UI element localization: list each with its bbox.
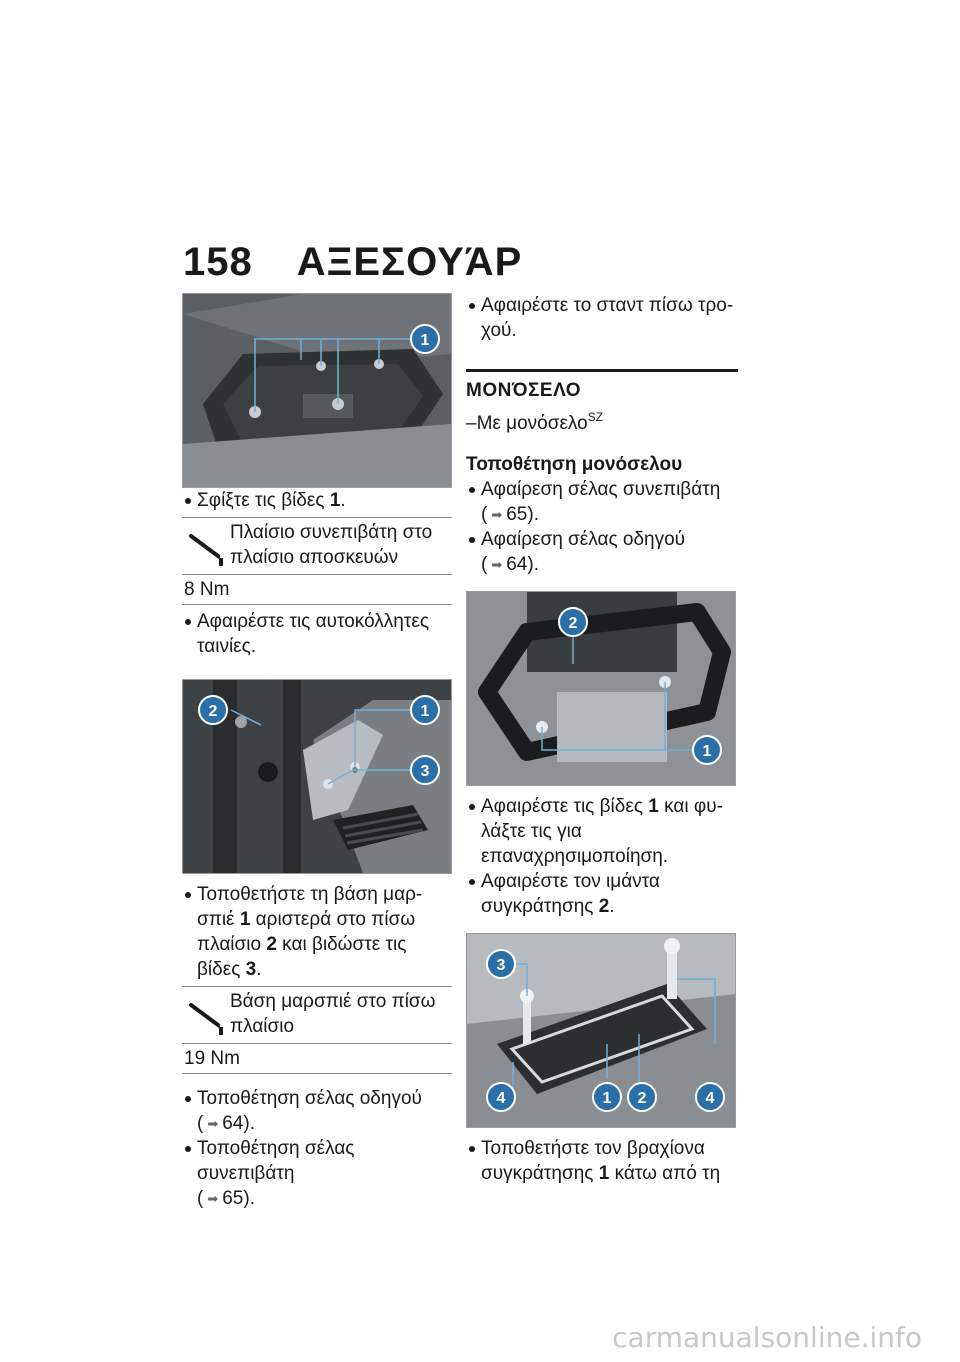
torque-box-1: Πλαίσιο συνεπιβάτη στο πλαίσιο αποσκευών… — [182, 517, 452, 605]
figure-holder-arm: 3 4 1 2 4 — [466, 933, 736, 1128]
callout-marker — [558, 607, 588, 637]
retaining-strap-illustration: 2 1 — [467, 592, 735, 785]
torque-box-2: Βάση μαρσπιέ στο πίσω πλαίσιο 19 Nm — [182, 986, 452, 1074]
page-title: ΑΞΕΣΟΥΆΡ — [296, 240, 523, 284]
callout-marker — [695, 1082, 725, 1112]
step-tighten-screws: Σφίξτε τις βίδες 1. — [182, 488, 452, 513]
callout-marker — [486, 1082, 516, 1112]
callout-label: 3 — [497, 957, 506, 974]
step-remove-strap: Αφαιρέστε τον ιμάντα συγκράτησης 2. — [466, 869, 738, 919]
torque-value: 8 Nm — [184, 579, 230, 600]
luggage-rack-illustration: 1 — [183, 294, 451, 487]
page-header: 158 ΑΞΕΣΟΥΆΡ — [183, 240, 522, 285]
holder-arm-illustration: 3 4 1 2 4 — [467, 934, 735, 1127]
callout-marker — [198, 695, 228, 725]
callout-label: 3 — [421, 763, 430, 780]
callout-label: 4 — [497, 1090, 506, 1107]
callout-label: 1 — [603, 1090, 612, 1107]
step-install-holder-arm: Τοποθετήστε τον βραχίονα συγκράτησης 1 κ… — [466, 1136, 738, 1186]
callout-marker — [592, 1082, 622, 1112]
step-install-rider-seat: Τοποθέτηση σέλας οδηγού(➡64). — [182, 1086, 452, 1136]
step-remove-rear-stand: Αφαιρέστε το σταντ πίσω τρο­χού. — [466, 293, 738, 343]
torque-label: Πλαίσιο συνεπιβάτη στο πλαίσιο αποσκευών — [230, 522, 433, 568]
left-column: 1 Σφίξτε τις βίδες 1. Πλαίσιο συνεπιβάτη… — [182, 293, 452, 1211]
step-remove-rider-seat: Αφαίρεση σέλας οδηγού(➡64). — [466, 527, 738, 577]
callout-label: 2 — [569, 615, 578, 632]
step-install-footrest-bracket: Τοποθετήστε τη βάση μαρ­σπιέ 1 αριστερά … — [182, 882, 452, 982]
right-column: Αφαιρέστε το σταντ πίσω τρο­χού. ΜΟΝΌΣΕΛ… — [466, 293, 738, 1186]
torque-value: 19 Nm — [184, 1048, 240, 1069]
step-install-passenger-seat: Τοποθέτηση σέλας συνεπιβάτη(➡65). — [182, 1136, 452, 1211]
figure-luggage-rack: 1 — [182, 293, 452, 488]
footrest-bracket-illustration: 2 1 3 — [183, 680, 451, 873]
callout-label: 1 — [421, 703, 430, 720]
step-remove-tapes: Αφαιρέστε τις αυτοκόλλητες ταινίες. — [182, 609, 452, 659]
step-remove-screws: Αφαιρέστε τις βίδες 1 και φυ­λάξτε τις γ… — [466, 794, 738, 869]
figure-footrest-bracket: 2 1 3 — [182, 679, 452, 874]
torque-label: Βάση μαρσπιέ στο πίσω πλαίσιο — [230, 991, 436, 1037]
page-ref-arrow-icon: ➡ — [491, 557, 503, 572]
callout-marker — [692, 735, 722, 765]
watermark: carmanualsonline.info — [612, 1321, 922, 1354]
page-ref-arrow-icon: ➡ — [207, 1116, 219, 1131]
page-ref-arrow-icon: ➡ — [207, 1191, 219, 1206]
subsection-title: Τοποθέτηση μονόσελου — [466, 454, 683, 475]
callout-label: 2 — [638, 1090, 647, 1107]
section-title: ΜΟΝΌΣΕΛΟ — [466, 369, 738, 403]
callout-label: 1 — [703, 743, 712, 760]
callout-marker — [627, 1082, 657, 1112]
page-ref-arrow-icon: ➡ — [491, 507, 503, 522]
callout-marker — [410, 324, 440, 354]
torque-wrench-icon — [189, 534, 223, 566]
callout-label: 1 — [421, 332, 430, 349]
callout-marker — [486, 949, 516, 979]
callout-label: 4 — [706, 1090, 715, 1107]
callout-label: 2 — [209, 703, 218, 720]
equipment-note: –Με μονόσελοSZ — [466, 410, 604, 434]
figure-retaining-strap: 2 1 — [466, 591, 736, 786]
torque-wrench-icon — [189, 1003, 223, 1035]
step-remove-passenger-seat: Αφαίρεση σέλας συνεπιβάτη(➡65). — [466, 477, 738, 527]
callout-marker — [410, 755, 440, 785]
page-number: 158 — [183, 240, 253, 284]
callout-marker — [410, 695, 440, 725]
